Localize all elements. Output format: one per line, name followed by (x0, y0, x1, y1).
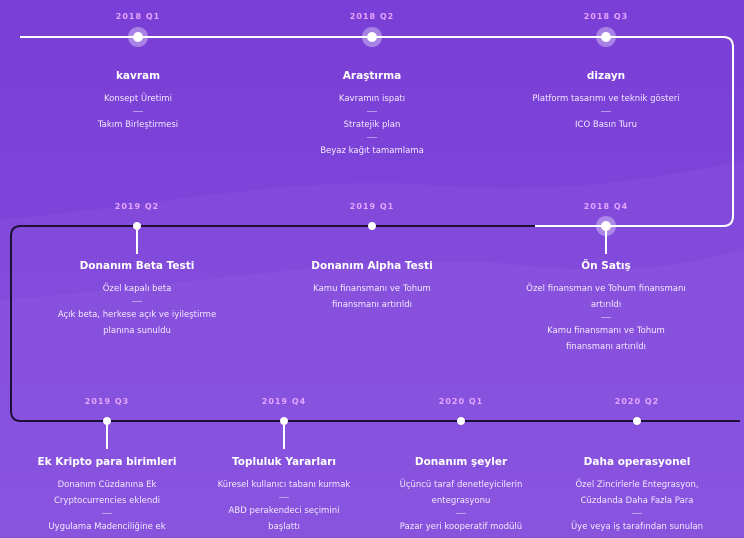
milestone-dot (457, 417, 465, 425)
milestone-item: Özel kapalı beta (102, 284, 172, 294)
milestone-content: Donanım Beta Testi Özel kapalı beta Açık… (37, 260, 237, 339)
quarter-label: 2019 Q2 (114, 202, 160, 211)
milestone-stem (605, 230, 607, 254)
milestone-title: Topluluk Yararları (232, 456, 336, 468)
milestone-item: ICO Basın Turu (575, 120, 637, 130)
milestone-item: Kamu finansmanı ve Tohum finansmanı artı… (313, 284, 431, 310)
milestone-dot (601, 32, 611, 42)
milestone-item: Açık beta, herkese açık ve iyileştirme p… (57, 310, 217, 336)
milestone-item: Uygulama Madenciliğine ek (48, 522, 166, 532)
milestone-content: Daha operasyonel Özel Zincirlerle Entegr… (552, 456, 722, 535)
milestone-title: Ön Satış (581, 260, 631, 272)
milestone-item: Kavramın ispatı (338, 94, 406, 104)
milestone-item: Kamu finansmanı ve Tohum finansmanı artı… (547, 326, 665, 352)
milestone-title: Araştırma (342, 70, 402, 82)
quarter-label: 2019 Q3 (84, 397, 130, 406)
item-divider (632, 513, 642, 514)
milestone-item: Üye veya iş tarafından sunulan (570, 522, 704, 532)
milestone-item: Özel finansman ve Tohum finansmanı artır… (526, 284, 686, 310)
milestone-dot (601, 221, 611, 231)
milestone-item: Takım Birleştirmesi (97, 120, 179, 130)
quarter-label: 2019 Q1 (349, 202, 395, 211)
quarter-label: 2020 Q1 (438, 397, 484, 406)
milestone-item: Beyaz kağıt tamamlama (320, 146, 424, 156)
item-divider (279, 497, 289, 498)
milestone-content: kavram Konsept Üretimi Takım Birleştirme… (38, 70, 238, 133)
milestone-dot (368, 222, 376, 230)
milestone-item: Üçüncü taraf denetleyicilerin entegrasyo… (399, 480, 523, 506)
milestone-content: Donanım şeyler Üçüncü taraf denetleyicil… (376, 456, 546, 535)
quarter-label: 2020 Q2 (614, 397, 660, 406)
milestone-dot (103, 417, 111, 425)
item-divider (367, 111, 377, 112)
milestone-item: Küresel kullanıcı tabanı kurmak (217, 480, 351, 490)
milestone-item: Platform tasarımı ve teknik gösteri (532, 94, 680, 104)
milestone-stem (136, 230, 138, 254)
milestone-title: Donanım Beta Testi (79, 260, 195, 272)
milestone-dot (633, 417, 641, 425)
item-divider (367, 137, 377, 138)
milestone-title: Donanım Alpha Testi (311, 260, 433, 272)
timeline-line-middle (10, 225, 740, 422)
milestone-title: kavram (115, 70, 161, 82)
milestone-content: Ön Satış Özel finansman ve Tohum finansm… (506, 260, 706, 355)
milestone-content: Donanım Alpha Testi Kamu finansmanı ve T… (272, 260, 472, 313)
quarter-label: 2018 Q2 (349, 12, 395, 21)
milestone-item: Donanım Cüzdanına Ek Cryptocurrencies ek… (53, 480, 160, 506)
item-divider (102, 513, 112, 514)
item-divider (456, 513, 466, 514)
milestone-title: dizayn (586, 70, 626, 82)
milestone-title: Daha operasyonel (583, 456, 691, 468)
milestone-content: Ek Kripto para birimleri Donanım Cüzdanı… (22, 456, 192, 535)
milestone-title: Ek Kripto para birimleri (37, 456, 177, 468)
quarter-label: 2018 Q3 (583, 12, 629, 21)
item-divider (133, 111, 143, 112)
item-divider (601, 111, 611, 112)
milestone-dot (133, 32, 143, 42)
milestone-stem (106, 425, 108, 449)
milestone-item: Özel Zincirlerle Entegrasyon, Cüzdanda D… (575, 480, 699, 506)
milestone-content: Araştırma Kavramın ispatı Stratejik plan… (272, 70, 472, 159)
milestone-title: Donanım şeyler (414, 456, 508, 468)
milestone-stem (283, 425, 285, 449)
item-divider (601, 317, 611, 318)
quarter-label: 2019 Q4 (261, 397, 307, 406)
milestone-item: ABD perakendeci seçimini başlattı (228, 506, 340, 532)
item-divider (132, 301, 142, 302)
milestone-dot (367, 32, 377, 42)
milestone-dot (280, 417, 288, 425)
milestone-item: Stratejik plan (343, 120, 401, 130)
timeline-line-top (20, 36, 734, 227)
milestone-content: Topluluk Yararları Küresel kullanıcı tab… (199, 456, 369, 535)
milestone-item: Pazar yeri kooperatif modülü (399, 522, 523, 532)
milestone-dot (133, 222, 141, 230)
milestone-item: Konsept Üretimi (104, 94, 172, 104)
milestone-content: dizayn Platform tasarımı ve teknik göste… (496, 70, 716, 133)
quarter-label: 2018 Q4 (583, 202, 629, 211)
quarter-label: 2018 Q1 (115, 12, 161, 21)
